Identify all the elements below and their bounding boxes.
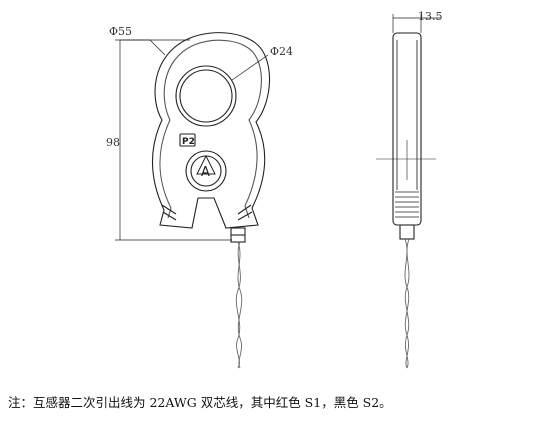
a-mark-outer [185, 150, 227, 192]
ct-drawing: Φ55 Φ24 98 13.5 P2 A [106, 10, 443, 369]
front-view [115, 32, 271, 369]
dim-outer-diameter: Φ55 [109, 25, 132, 38]
clamp-body-inner-outline [159, 39, 262, 219]
terminal-label: P2 [182, 137, 195, 147]
side-grip-ribs [395, 191, 419, 218]
dim-inner-diameter: Φ24 [270, 45, 293, 58]
arrow-label: A [201, 165, 210, 180]
note-text: 注：互感器二次引出线为 22AWG 双芯线，其中红色 S1，黑色 S2。 [8, 395, 392, 410]
dim-height: 98 [106, 136, 120, 149]
cable-strand-2 [235, 241, 241, 369]
side-view [376, 14, 440, 369]
side-gland [399, 224, 415, 240]
a-mark-arrow [196, 154, 216, 175]
clamp-body-outline [151, 32, 271, 229]
jaw-tooth-left [161, 204, 177, 221]
phi24-leader [231, 54, 269, 81]
p2-box [179, 133, 196, 147]
side-cable-strand-2 [404, 238, 410, 369]
inner-window [179, 69, 233, 123]
jaw-tooth-right [237, 204, 253, 221]
inner-window-outer [175, 65, 237, 127]
dim-thickness: 13.5 [418, 10, 443, 23]
